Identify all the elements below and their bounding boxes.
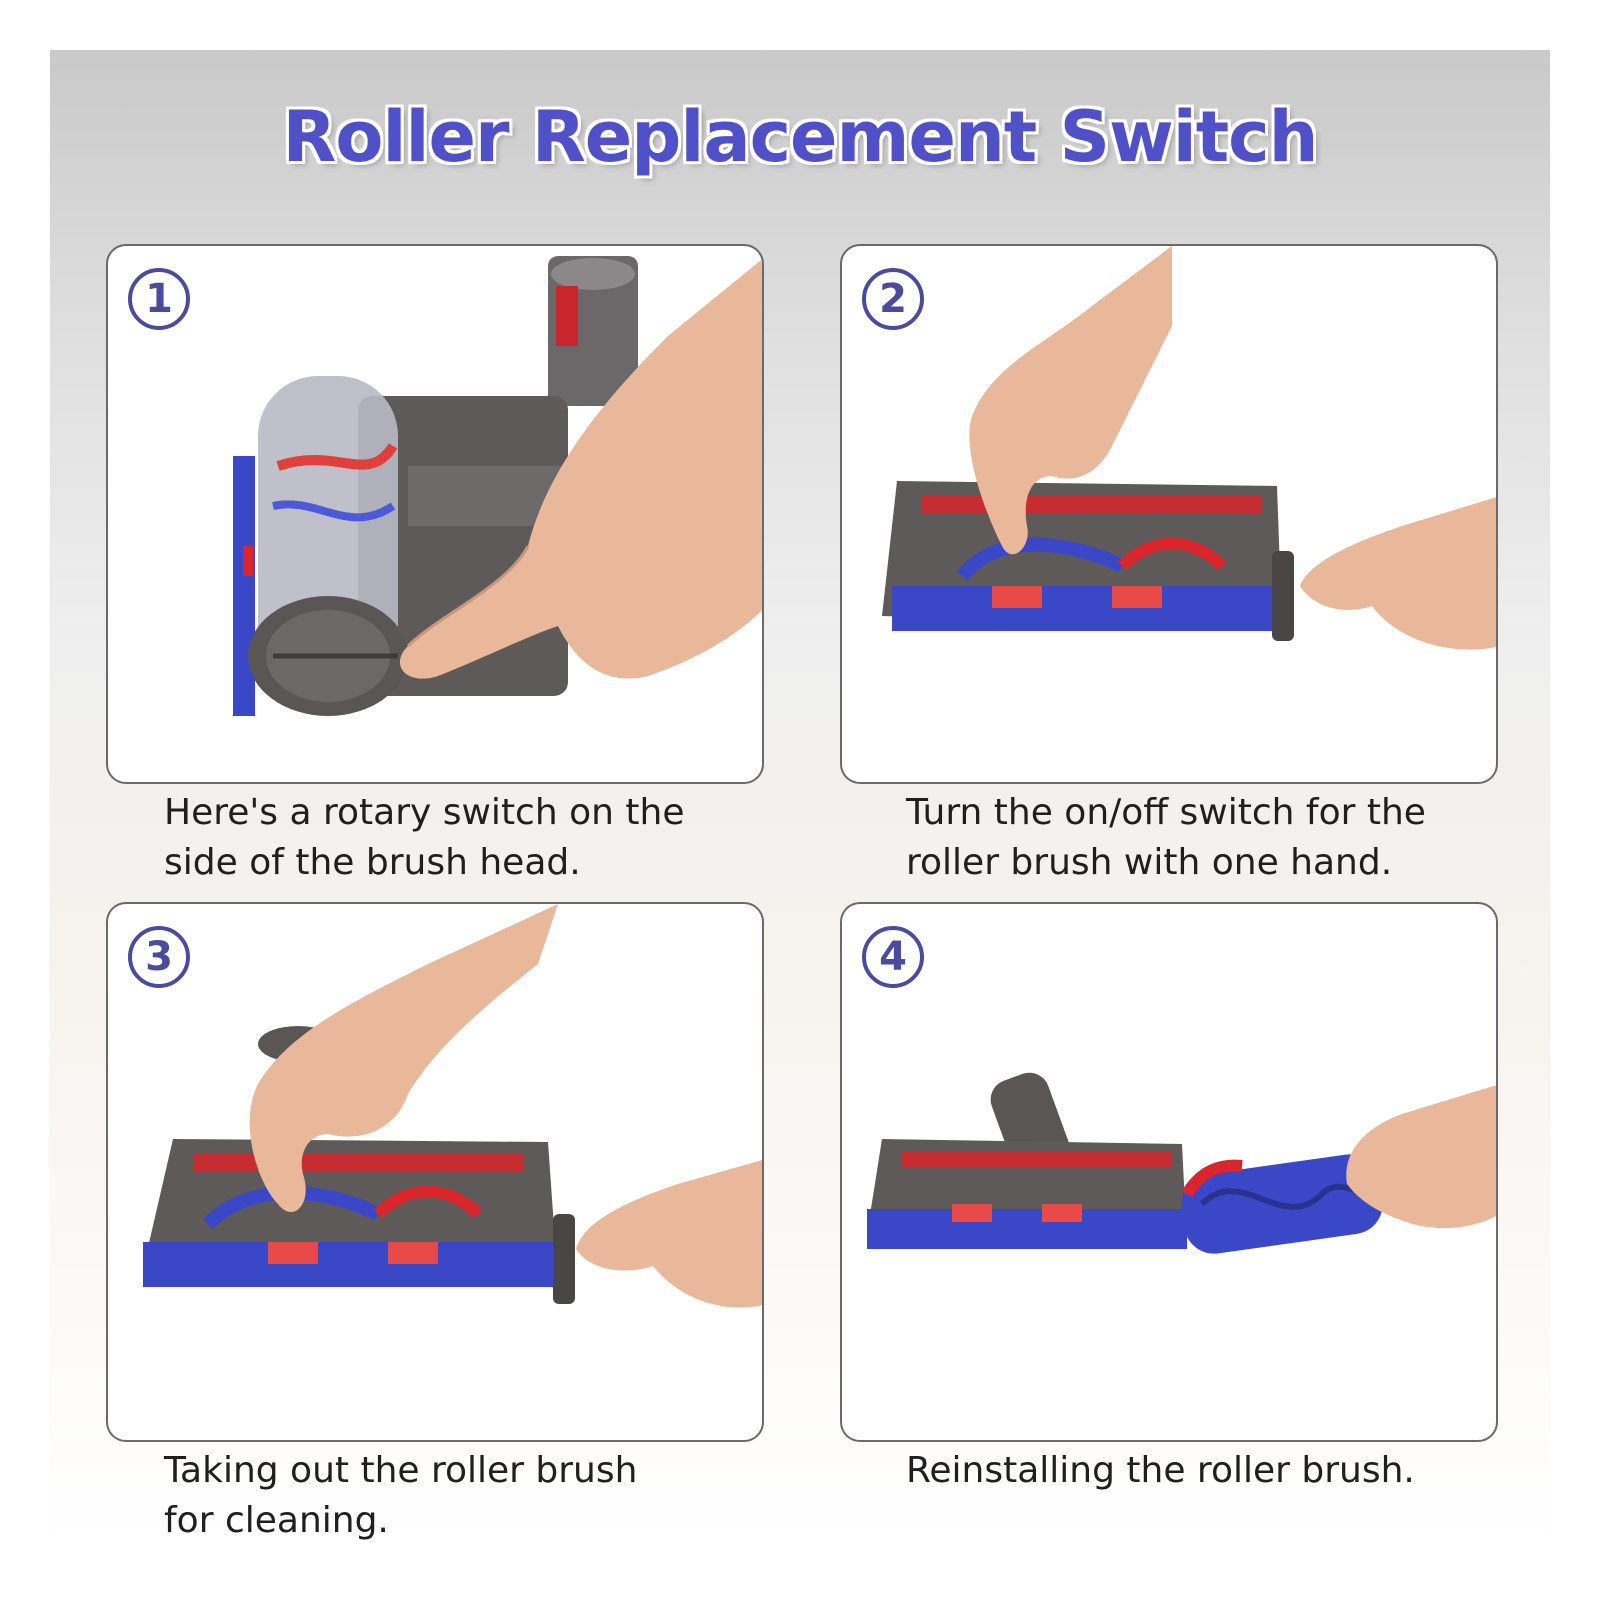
step-4-caption: Reinstalling the roller brush.: [906, 1446, 1566, 1496]
step-4-photo: [867, 1072, 1496, 1254]
step-2-caption: Turn the on/off switch for the roller br…: [906, 788, 1566, 888]
step-3-photo: [143, 904, 762, 1308]
step-4-panel: 4: [840, 902, 1498, 1442]
step-number-badge: 3: [128, 926, 190, 988]
step-number-badge: 2: [862, 268, 924, 330]
step-3-caption: Taking out the roller brush for cleaning…: [164, 1446, 824, 1546]
step-1-caption: Here's a rotary switch on the side of th…: [164, 788, 824, 888]
caption-line: Reinstalling the roller brush.: [906, 1450, 1415, 1491]
step-3-panel: 3: [106, 902, 764, 1442]
step-1-panel: 1: [106, 244, 764, 784]
step-1-photo: [233, 256, 762, 716]
step-2-panel: 2: [840, 244, 1498, 784]
step-number-badge: 4: [862, 926, 924, 988]
caption-line: Here's a rotary switch on the: [164, 792, 685, 833]
caption-line: roller brush with one hand.: [906, 842, 1393, 883]
caption-line: side of the brush head.: [164, 842, 581, 883]
step-number-badge: 1: [128, 268, 190, 330]
page-title: Roller Replacement Switch: [282, 96, 1319, 178]
step-2-photo: [882, 246, 1496, 650]
caption-line: for cleaning.: [164, 1500, 389, 1541]
caption-line: Turn the on/off switch for the: [906, 792, 1426, 833]
caption-line: Taking out the roller brush: [164, 1450, 638, 1491]
